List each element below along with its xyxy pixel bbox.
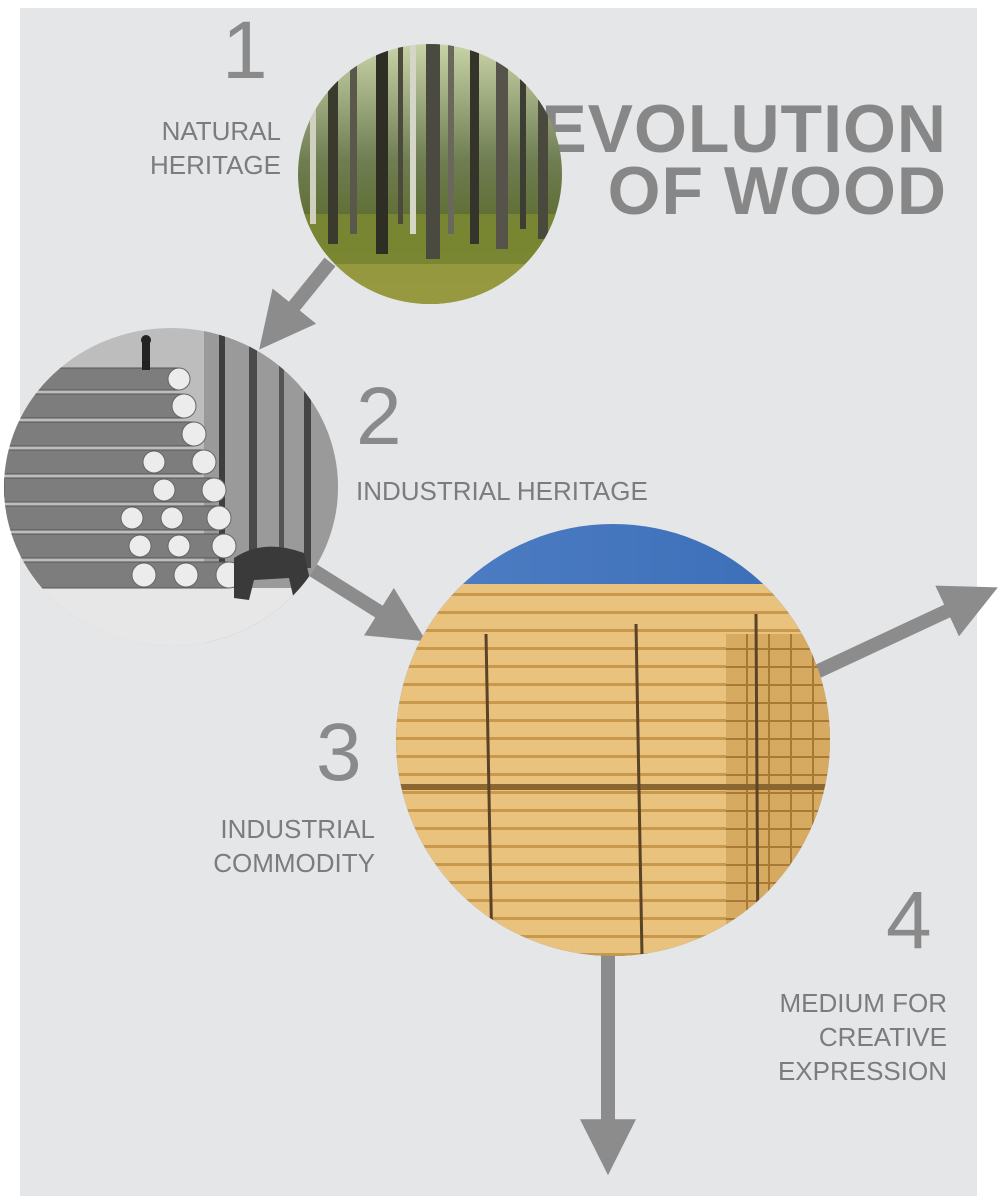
arrow-1-to-2 xyxy=(259,257,336,350)
stage-1-label-line: NATURAL xyxy=(161,116,281,146)
forest-photo xyxy=(298,44,562,304)
arrow-2-to-3 xyxy=(296,556,427,642)
stage-3-number: 3 xyxy=(316,707,362,798)
diagram-title: EVOLUTION OF WOOD xyxy=(541,91,947,229)
stage-1-number: 1 xyxy=(222,5,268,96)
log-pile-photo xyxy=(4,328,338,646)
lumber-stack-photo xyxy=(396,524,830,956)
stage-3-label-line: INDUSTRIAL xyxy=(220,814,375,844)
stage-2-label-line: INDUSTRIAL HERITAGE xyxy=(356,476,648,506)
arrow-3-to-4 xyxy=(807,585,998,682)
title-line-2: OF WOOD xyxy=(607,153,947,229)
title-line-1: EVOLUTION xyxy=(541,91,947,167)
stage-2-label: INDUSTRIAL HERITAGE xyxy=(356,474,648,508)
stage-1-label: NATURAL HERITAGE xyxy=(150,114,281,182)
stage-3-label-line: COMMODITY xyxy=(213,848,375,878)
stage-4-label-line: EXPRESSION xyxy=(777,1056,947,1086)
stage-4-label-line: CREATIVE xyxy=(818,1022,947,1052)
stage-1-label-line: HERITAGE xyxy=(150,150,281,180)
stage-2-number: 2 xyxy=(356,371,402,462)
stage-3-label: INDUSTRIAL COMMODITY xyxy=(213,812,375,880)
stage-4-number: 4 xyxy=(886,875,932,966)
stage-4-label: MEDIUM FOR CREATIVE EXPRESSION xyxy=(778,986,947,1088)
stage-4-label-line: MEDIUM FOR xyxy=(779,988,947,1018)
